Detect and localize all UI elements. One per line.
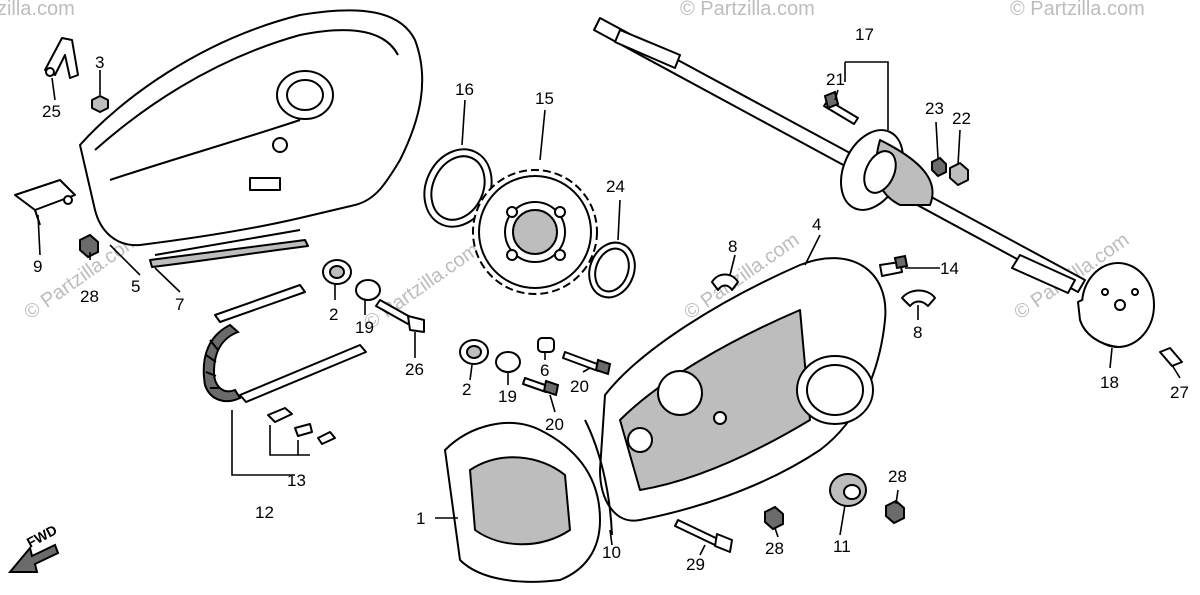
callout-19-upper: 19 [355, 318, 374, 337]
bracket-25 [44, 37, 79, 79]
callout-20-upper: 20 [570, 377, 589, 396]
callout-25: 25 [42, 102, 61, 121]
washer-19-lower [495, 351, 521, 373]
watermark-top-left: © Partzilla.com [0, 0, 75, 20]
sprocket-15 [472, 169, 598, 295]
collar-6 [537, 337, 555, 353]
callout-23: 23 [925, 99, 944, 118]
callout-2-lower: 2 [462, 380, 471, 399]
bolt-29 [674, 519, 733, 553]
callout-6: 6 [540, 361, 549, 380]
nut-22 [949, 162, 969, 186]
bolt-14 [879, 254, 909, 277]
leader-lines [37, 61, 1181, 556]
nut-28-mid [764, 505, 784, 531]
callout-20-lower: 20 [545, 415, 564, 434]
circlip-16 [423, 148, 493, 228]
callout-7: 7 [175, 295, 184, 314]
gasket-10 [584, 419, 613, 536]
callout-14: 14 [940, 259, 959, 278]
axle-17 [593, 17, 1086, 294]
watermark-top-right: © Partzilla.com [1010, 0, 1145, 20]
callout-19-lower: 19 [498, 387, 517, 406]
chain-guides [214, 284, 367, 403]
upper-chain-case-cover [79, 9, 424, 268]
callout-28-left: 28 [80, 287, 99, 306]
callout-5: 5 [131, 277, 140, 296]
chain-joint-13 [267, 407, 336, 445]
lower-chain-case-4 [599, 257, 887, 522]
damper-2-upper [322, 259, 352, 285]
callout-21: 21 [826, 70, 845, 89]
callout-28-mid: 28 [765, 539, 784, 558]
callout-10: 10 [602, 543, 621, 562]
cap-11 [829, 473, 867, 507]
callout-29: 29 [686, 555, 705, 574]
callout-22: 22 [952, 109, 971, 128]
circlip-24 [588, 241, 636, 299]
bolt-20-upper [562, 351, 612, 376]
disk-18 [1077, 262, 1155, 348]
callout-8-upper: 8 [728, 237, 737, 256]
callout-2-upper: 2 [329, 305, 338, 324]
clamp-9 [14, 179, 76, 226]
bolt-20-lower [522, 377, 560, 397]
callout-labels: 1 2 2 3 4 5 6 7 8 8 9 10 11 12 13 14 15 … [33, 25, 1189, 574]
bolt-26 [375, 299, 425, 333]
callout-24: 24 [606, 177, 625, 196]
bolt-27 [1159, 347, 1183, 367]
nut-23 [931, 156, 947, 178]
callout-12: 12 [255, 503, 274, 522]
drive-chain [202, 323, 242, 403]
callout-13: 13 [287, 471, 306, 490]
callout-8-lower: 8 [913, 323, 922, 342]
callout-9: 9 [33, 257, 42, 276]
clip-8-lower [901, 289, 936, 307]
callout-1: 1 [416, 509, 425, 528]
clip-8-upper [711, 273, 739, 291]
callout-4: 4 [812, 215, 821, 234]
callout-28-right: 28 [888, 467, 907, 486]
damper-2-lower [459, 339, 489, 365]
callout-11: 11 [833, 537, 851, 556]
callout-3: 3 [95, 53, 104, 72]
watermark-top-mid: © Partzilla.com [680, 0, 815, 20]
callout-16: 16 [455, 80, 474, 99]
bolt-21 [823, 90, 859, 125]
nut-28-right [885, 499, 905, 525]
callout-15: 15 [535, 89, 554, 108]
nut-3 [91, 95, 109, 113]
hub-17 [840, 129, 934, 211]
callout-27: 27 [1170, 383, 1189, 402]
fwd-arrow: FWD [7, 522, 60, 573]
callout-18: 18 [1100, 373, 1119, 392]
washer-19-upper [355, 279, 381, 301]
callout-26: 26 [405, 360, 424, 379]
nut-28-left [79, 233, 99, 259]
callout-17: 17 [855, 25, 874, 44]
sprocket-cover-1 [444, 422, 601, 583]
